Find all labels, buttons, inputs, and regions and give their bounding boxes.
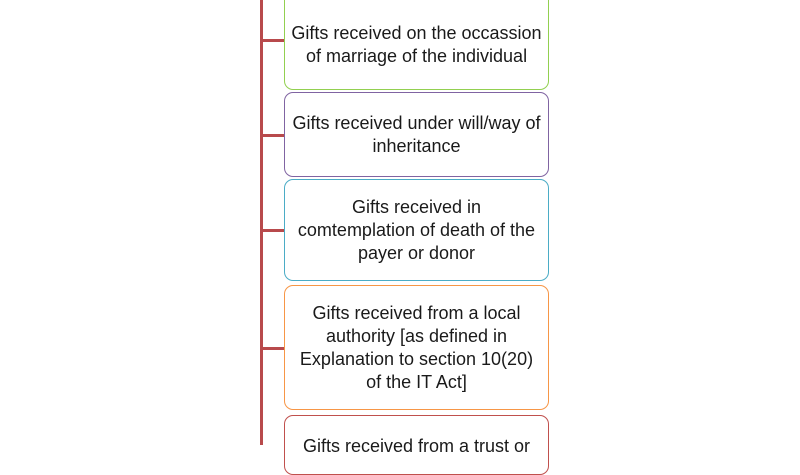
node-trust-gifts: Gifts received from a trust or — [284, 415, 549, 475]
branch-connector-3 — [262, 229, 284, 232]
node-local-authority-gifts: Gifts received from a local authority [a… — [284, 285, 549, 410]
node-label: Gifts received under will/way of inherit… — [292, 112, 541, 156]
node-contemplation-of-death-gifts: Gifts received in comtemplation of death… — [284, 179, 549, 281]
node-inheritance-gifts: Gifts received under will/way of inherit… — [284, 92, 549, 177]
node-marriage-gifts: Gifts received on the occassion of marri… — [284, 0, 549, 90]
branch-connector-2 — [262, 134, 284, 137]
node-label: Gifts received on the occassion of marri… — [291, 23, 542, 66]
branch-connector-1 — [262, 39, 284, 42]
node-label: Gifts received in comtemplation of death… — [297, 196, 536, 263]
tree-spine-connector — [260, 0, 263, 445]
node-label: Gifts received from a trust or — [302, 436, 531, 456]
node-label: Gifts received from a local authority [a… — [299, 302, 534, 392]
branch-connector-4 — [262, 347, 284, 350]
